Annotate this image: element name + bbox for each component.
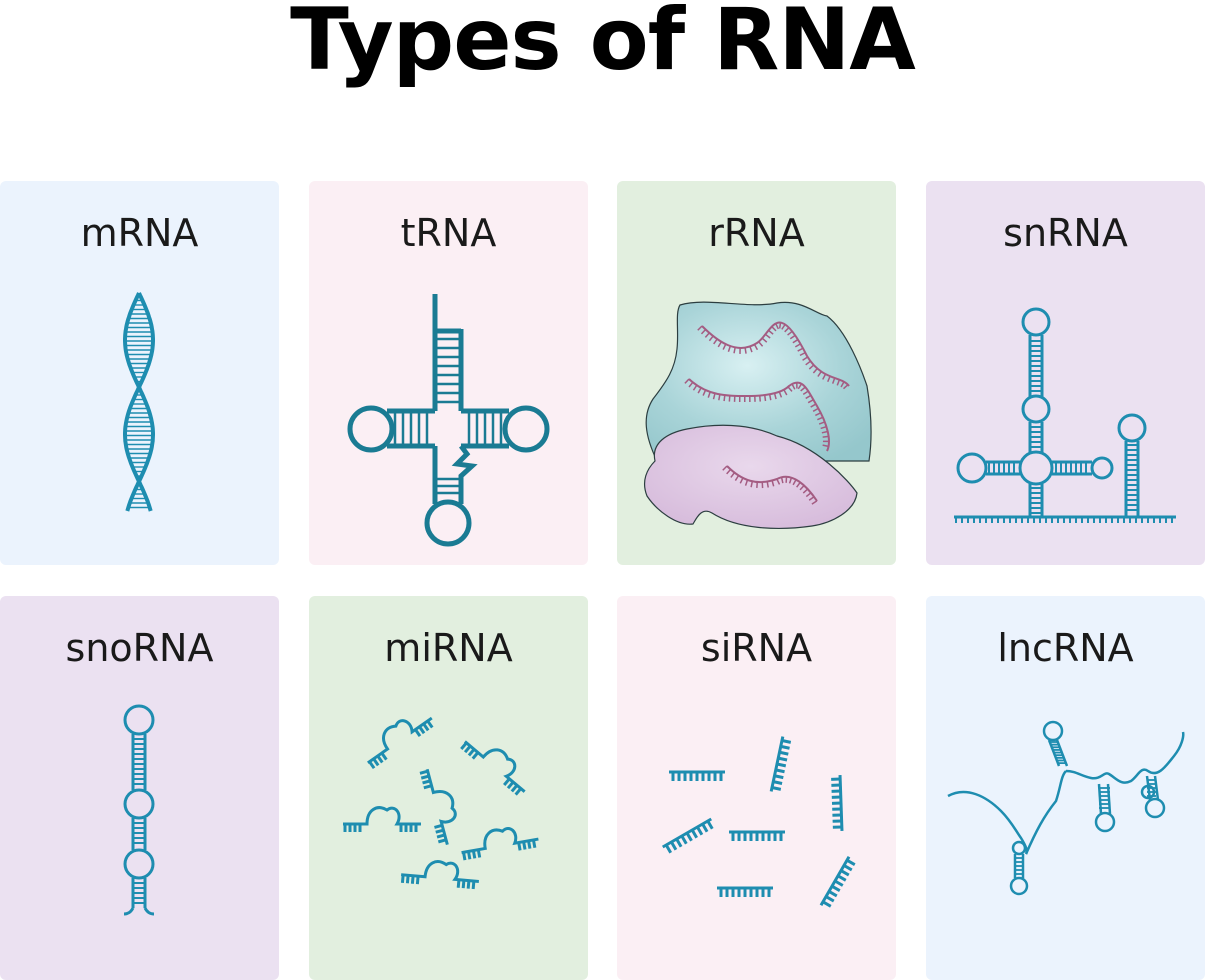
card-sirna: siRNA <box>617 596 896 980</box>
card-label-lncrna: lncRNA <box>997 626 1134 670</box>
page-title: Types of RNA <box>290 0 916 90</box>
card-label-mrna: mRNA <box>80 211 199 255</box>
branched-stemloop-icon <box>954 307 1176 523</box>
stemloop-icon <box>123 704 155 916</box>
duplex-fragments-icon <box>662 736 856 908</box>
card-label-mirna: miRNA <box>384 626 513 670</box>
card-label-snrna: snRNA <box>1003 211 1128 255</box>
card-label-rrna: rRNA <box>708 211 805 255</box>
card-mrna: mRNA <box>0 181 279 565</box>
hairpin-fragments-icon <box>343 716 539 890</box>
card-label-sirna: siRNA <box>700 626 813 670</box>
cloverleaf-icon <box>347 294 550 547</box>
long-strand-icon <box>947 720 1185 896</box>
card-rrna: rRNA <box>617 181 896 565</box>
card-trna: tRNA <box>309 181 588 565</box>
card-snorna: snoRNA <box>0 596 279 980</box>
card-label-snorna: snoRNA <box>65 626 214 670</box>
card-snrna: snRNA <box>926 181 1205 565</box>
helix-icon <box>123 292 155 512</box>
card-label-trna: tRNA <box>400 211 497 255</box>
ribosome-icon <box>643 301 872 529</box>
card-mirna: miRNA <box>309 596 588 980</box>
card-lncrna: lncRNA <box>926 596 1205 980</box>
